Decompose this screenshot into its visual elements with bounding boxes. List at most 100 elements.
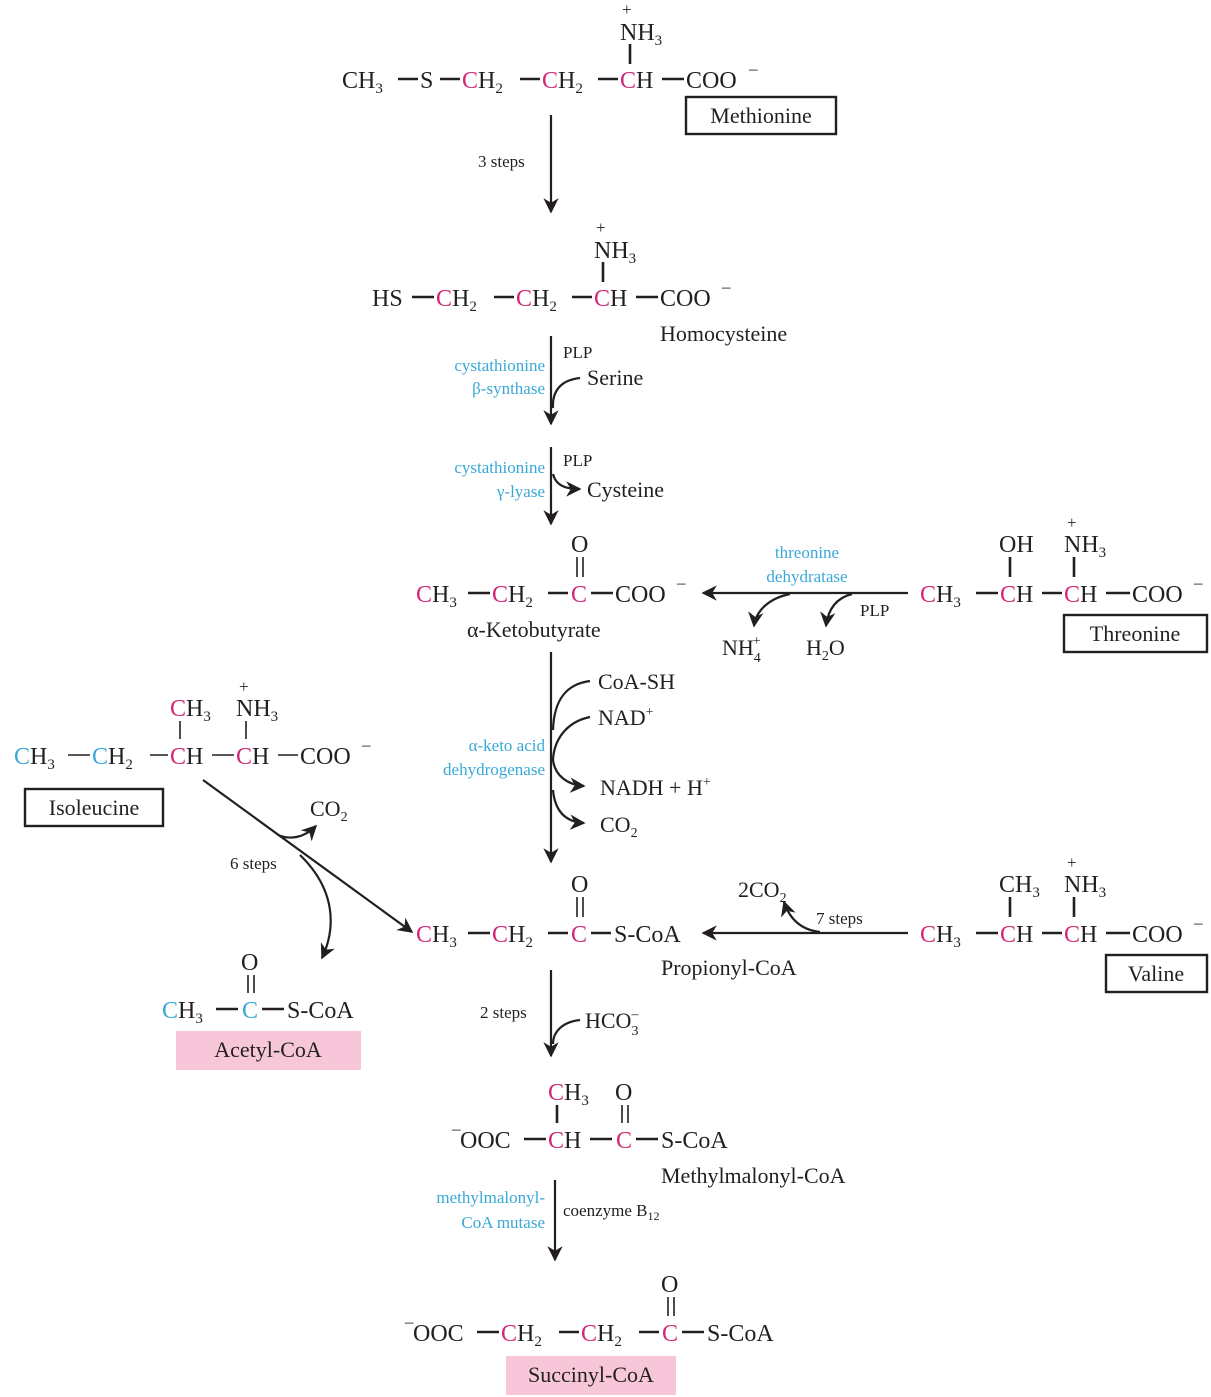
svg-text:CH2: CH2 [436, 286, 477, 315]
svg-text:CH: CH [1000, 582, 1033, 608]
h2o-label: H2O [806, 635, 845, 664]
succinyl-coa-structure: – OOC CH2 CH2 C S-CoA O [404, 1272, 774, 1350]
mcm-enzyme-line2: CoA mutase [461, 1213, 545, 1232]
svg-text:CH3: CH3 [162, 998, 203, 1027]
svg-text:COO: COO [1132, 582, 1183, 608]
svg-text:–: – [451, 1119, 461, 1138]
svg-text:CH3: CH3 [548, 1080, 589, 1109]
hco3-label: HCO3– [585, 1007, 639, 1039]
ketobutyrate-structure: CH3 CH2 C COO – O [416, 532, 686, 611]
svg-text:OOC: OOC [413, 1321, 464, 1347]
svg-text:HS: HS [372, 286, 403, 312]
nad-input-curve [551, 715, 591, 761]
methionine-structure: CH3 S CH2 CH2 CH COO – NH3 + [342, 0, 758, 97]
svg-text:CH2: CH2 [581, 1321, 622, 1350]
thr-enzyme-line2: dehydratase [766, 567, 847, 586]
co2-label-1: CO2 [600, 812, 638, 841]
seven-steps-label: 7 steps [816, 909, 863, 928]
nad-label: NAD+ [598, 705, 654, 730]
svg-text:COO: COO [1132, 922, 1183, 948]
thr-enzyme-line1: threonine [775, 543, 839, 562]
valine-structure: CH3 CH CH COO – CH3 NH3 + [920, 853, 1203, 951]
coash-label: CoA-SH [598, 669, 675, 694]
svg-text:C: C [616, 1128, 632, 1154]
svg-text:CH2: CH2 [92, 744, 133, 773]
svg-text:CH2: CH2 [492, 922, 533, 951]
svg-text:NH3: NH3 [236, 696, 278, 725]
svg-text:O: O [661, 1272, 678, 1298]
methylmalonyl-coa-structure: – OOC CH C S-CoA CH3 O [451, 1080, 728, 1154]
isoleucine-to-propionyl-arrow [202, 779, 414, 933]
co2-label-2: CO2 [310, 796, 348, 825]
svg-text:COO: COO [300, 744, 351, 770]
svg-text:+: + [596, 218, 606, 237]
svg-text:S-CoA: S-CoA [661, 1128, 728, 1154]
cgl-enzyme-line1: cystathionine [454, 458, 545, 477]
svg-text:S-CoA: S-CoA [287, 998, 354, 1024]
six-steps-label: 6 steps [230, 854, 277, 873]
svg-text:NH3: NH3 [594, 238, 636, 267]
homocysteine-structure: HS CH2 CH2 CH COO – NH3 + [372, 218, 731, 315]
coash-input-curve [551, 679, 591, 731]
acetyl-coa-structure: CH3 C S-CoA O [162, 950, 354, 1027]
threonine-label: Threonine [1090, 621, 1180, 646]
svg-text:–: – [1193, 913, 1203, 932]
svg-text:CH: CH [236, 744, 269, 770]
serine-label: Serine [587, 365, 643, 390]
coenzyme-b12-label: coenzyme B12 [563, 1201, 660, 1223]
svg-text:–: – [748, 59, 758, 78]
valine-label: Valine [1128, 961, 1184, 986]
svg-text:–: – [361, 735, 371, 754]
threonine-structure: CH3 CH CH COO – OH NH3 + [920, 513, 1203, 611]
methionine-label: Methionine [710, 103, 811, 128]
cbs-enzyme-line2: β-synthase [472, 379, 545, 398]
hco3-input-curve [551, 1018, 581, 1045]
svg-text:–: – [721, 277, 731, 296]
svg-text:COO: COO [660, 286, 711, 312]
kad-enzyme-line2: dehydrogenase [443, 760, 545, 779]
two-steps-label: 2 steps [480, 1003, 527, 1022]
serine-input-curve [551, 376, 581, 409]
svg-text:COO: COO [615, 582, 666, 608]
svg-text:OOC: OOC [460, 1128, 511, 1154]
svg-text:C: C [242, 998, 258, 1024]
svg-text:CH3: CH3 [416, 922, 457, 951]
methylmalonyl-coa-label: Methylmalonyl-CoA [661, 1163, 846, 1188]
svg-text:CH3: CH3 [920, 922, 961, 951]
svg-text:–: – [404, 1312, 414, 1331]
svg-text:CH: CH [170, 744, 203, 770]
ketobutyrate-label: α-Ketobutyrate [467, 617, 601, 642]
h2o-output-curve [820, 592, 853, 628]
svg-text:+: + [239, 677, 249, 696]
acetyl-coa-label: Acetyl-CoA [214, 1037, 322, 1062]
homocysteine-label: Homocysteine [660, 321, 787, 346]
two-co2-label: 2CO2 [738, 877, 787, 906]
isoleucine-co2-curve [277, 824, 318, 842]
svg-text:+: + [1067, 853, 1077, 872]
svg-text:CH: CH [548, 1128, 581, 1154]
succinyl-coa-label: Succinyl-CoA [528, 1362, 654, 1387]
svg-text:CH2: CH2 [492, 582, 533, 611]
svg-text:CH: CH [594, 286, 627, 312]
svg-text:CH2: CH2 [542, 68, 583, 97]
svg-text:CH: CH [620, 68, 653, 94]
svg-text:C: C [662, 1321, 678, 1347]
svg-text:C: C [571, 582, 587, 608]
svg-text:+: + [1067, 513, 1077, 532]
svg-text:CH3: CH3 [14, 744, 55, 773]
cbs-enzyme-line1: cystathionine [454, 356, 545, 375]
svg-text:C: C [571, 922, 587, 948]
propionyl-coa-label: Propionyl-CoA [661, 955, 797, 980]
mcm-enzyme-line1: methylmalonyl- [436, 1188, 545, 1207]
svg-text:NH3: NH3 [1064, 872, 1106, 901]
cysteine-label: Cysteine [587, 477, 664, 502]
svg-text:CH2: CH2 [462, 68, 503, 97]
svg-text:NH3: NH3 [620, 20, 662, 49]
isoleucine-structure: CH3 CH2 CH CH COO – CH3 NH3 + [14, 677, 371, 773]
valine-co2-curve [781, 900, 821, 934]
svg-text:–: – [676, 573, 686, 592]
plp-label-3: PLP [860, 601, 889, 620]
svg-text:OH: OH [999, 532, 1034, 558]
kad-enzyme-line1: α-keto acid [469, 736, 546, 755]
